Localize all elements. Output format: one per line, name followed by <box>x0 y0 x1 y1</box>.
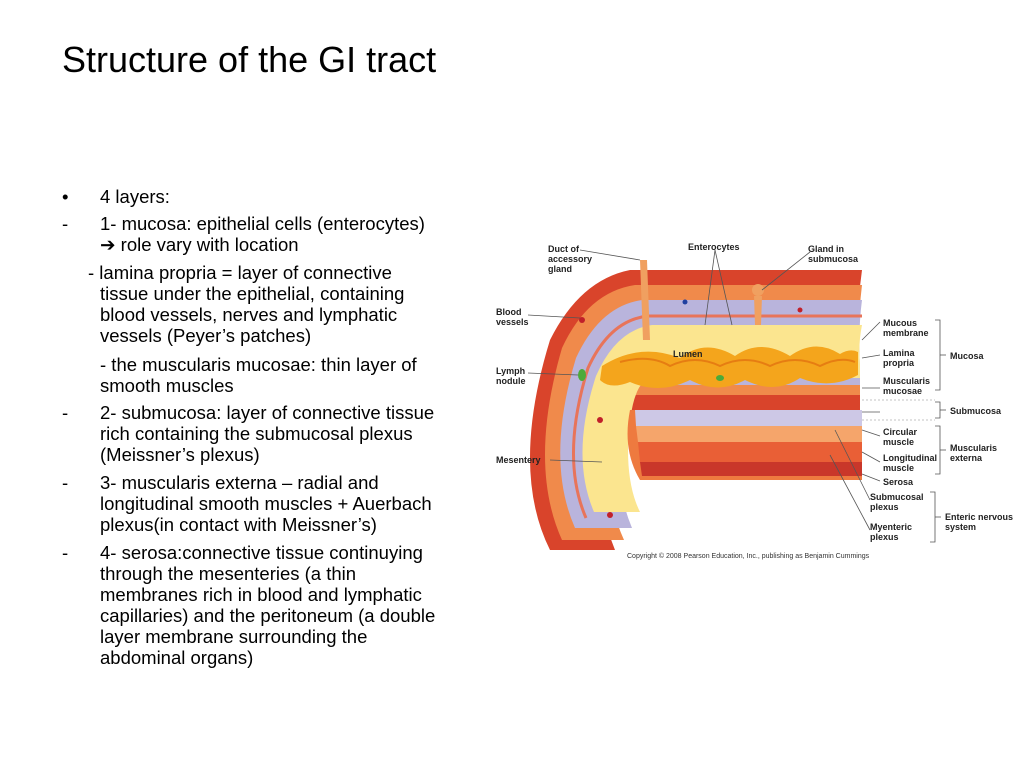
label-muscularis-mucosae: Muscularis mucosae <box>883 376 931 396</box>
label-myenteric-plexus: Myenteric plexus <box>870 522 913 542</box>
bullet-text: 2- submucosa: layer of connective tissue <box>100 402 435 423</box>
bullet-text: capillaries) and the peritoneum (a doubl… <box>100 605 436 626</box>
label-submucosa: Submucosa <box>950 406 1002 416</box>
bullet-text: membranes rich in blood and lymphatic <box>100 584 422 605</box>
bullet-text: ➔ role vary with location <box>100 234 299 255</box>
bullet-marker: • <box>62 186 69 207</box>
bullet-marker: - <box>62 472 69 493</box>
bullet-marker: - <box>62 402 69 423</box>
bullet-text: tissue under the epithelial, containing <box>100 283 405 304</box>
bullet-text: 4- serosa:connective tissue continuying <box>100 542 423 563</box>
label-lumen: Lumen <box>673 349 703 359</box>
label-mucosa: Mucosa <box>950 351 984 361</box>
label-enteric-nervous-system: Enteric nervous system <box>945 512 1014 532</box>
bullet-text: layer membrane surrounding the <box>100 626 368 647</box>
bullet-text: rich containing the submucosal plexus <box>100 423 413 444</box>
label-submucosal-plexus: Submucosal plexus <box>870 492 924 512</box>
label-enterocytes: Enterocytes <box>688 242 740 252</box>
bullet-text: 3- muscularis externa – radial and <box>100 472 379 493</box>
copyright-notice: Copyright © 2008 Pearson Education, Inc.… <box>627 553 870 560</box>
bullet-marker: - <box>62 542 69 563</box>
label-mucous-membrane: Mucous membrane <box>883 318 929 338</box>
label-serosa: Serosa <box>883 477 914 487</box>
bullet-text: longitudinal smooth muscles + Auerbach <box>100 493 432 514</box>
bullet-text: plexus(in contact with Meissner’s) <box>100 514 377 535</box>
bullet-text: (Meissner’s plexus) <box>100 444 260 465</box>
label-circular-muscle: Circular muscle <box>883 427 918 447</box>
arrow-icon: ➔ <box>100 234 116 255</box>
bullet-text: 4 layers: <box>100 186 170 207</box>
bullet-marker: - <box>62 213 69 234</box>
label-lymph-nodule: Lymph nodule <box>496 366 526 386</box>
gi-tract-figure: Duct of accessory gland Enterocytes Glan… <box>490 230 1024 570</box>
label-longitudinal-muscle: Longitudinal muscle <box>883 453 937 473</box>
bullet-text: 1- mucosa: epithelial cells (enterocytes… <box>100 213 425 234</box>
label-mesentery: Mesentery <box>496 455 541 465</box>
label-duct: Duct of accessory gland <box>548 244 593 274</box>
label-blood-vessels: Blood vessels <box>496 307 529 327</box>
gi-tract-illustration <box>527 249 946 550</box>
bullet-text: through the mesenteries (a thin <box>100 563 357 584</box>
bullet-text: smooth muscles <box>100 375 234 396</box>
bullet-list: • 4 layers: - 1- mucosa: epithelial cell… <box>0 182 520 702</box>
bullet-text: - the muscularis mucosae: thin layer of <box>100 354 417 375</box>
bullet-text: vessels (Peyer’s patches) <box>100 325 312 346</box>
label-gland: Gland in submucosa <box>808 244 859 264</box>
label-lamina-propria: Lamina propria <box>883 348 915 368</box>
bullet-text: - lamina propria = layer of connective <box>88 262 392 283</box>
bullet-text: abdominal organs) <box>100 647 254 668</box>
bullet-text: blood vessels, nerves and lymphatic <box>100 304 398 325</box>
label-muscularis-externa: Muscularis externa <box>950 443 998 463</box>
slide-title: Structure of the GI tract <box>62 39 437 80</box>
